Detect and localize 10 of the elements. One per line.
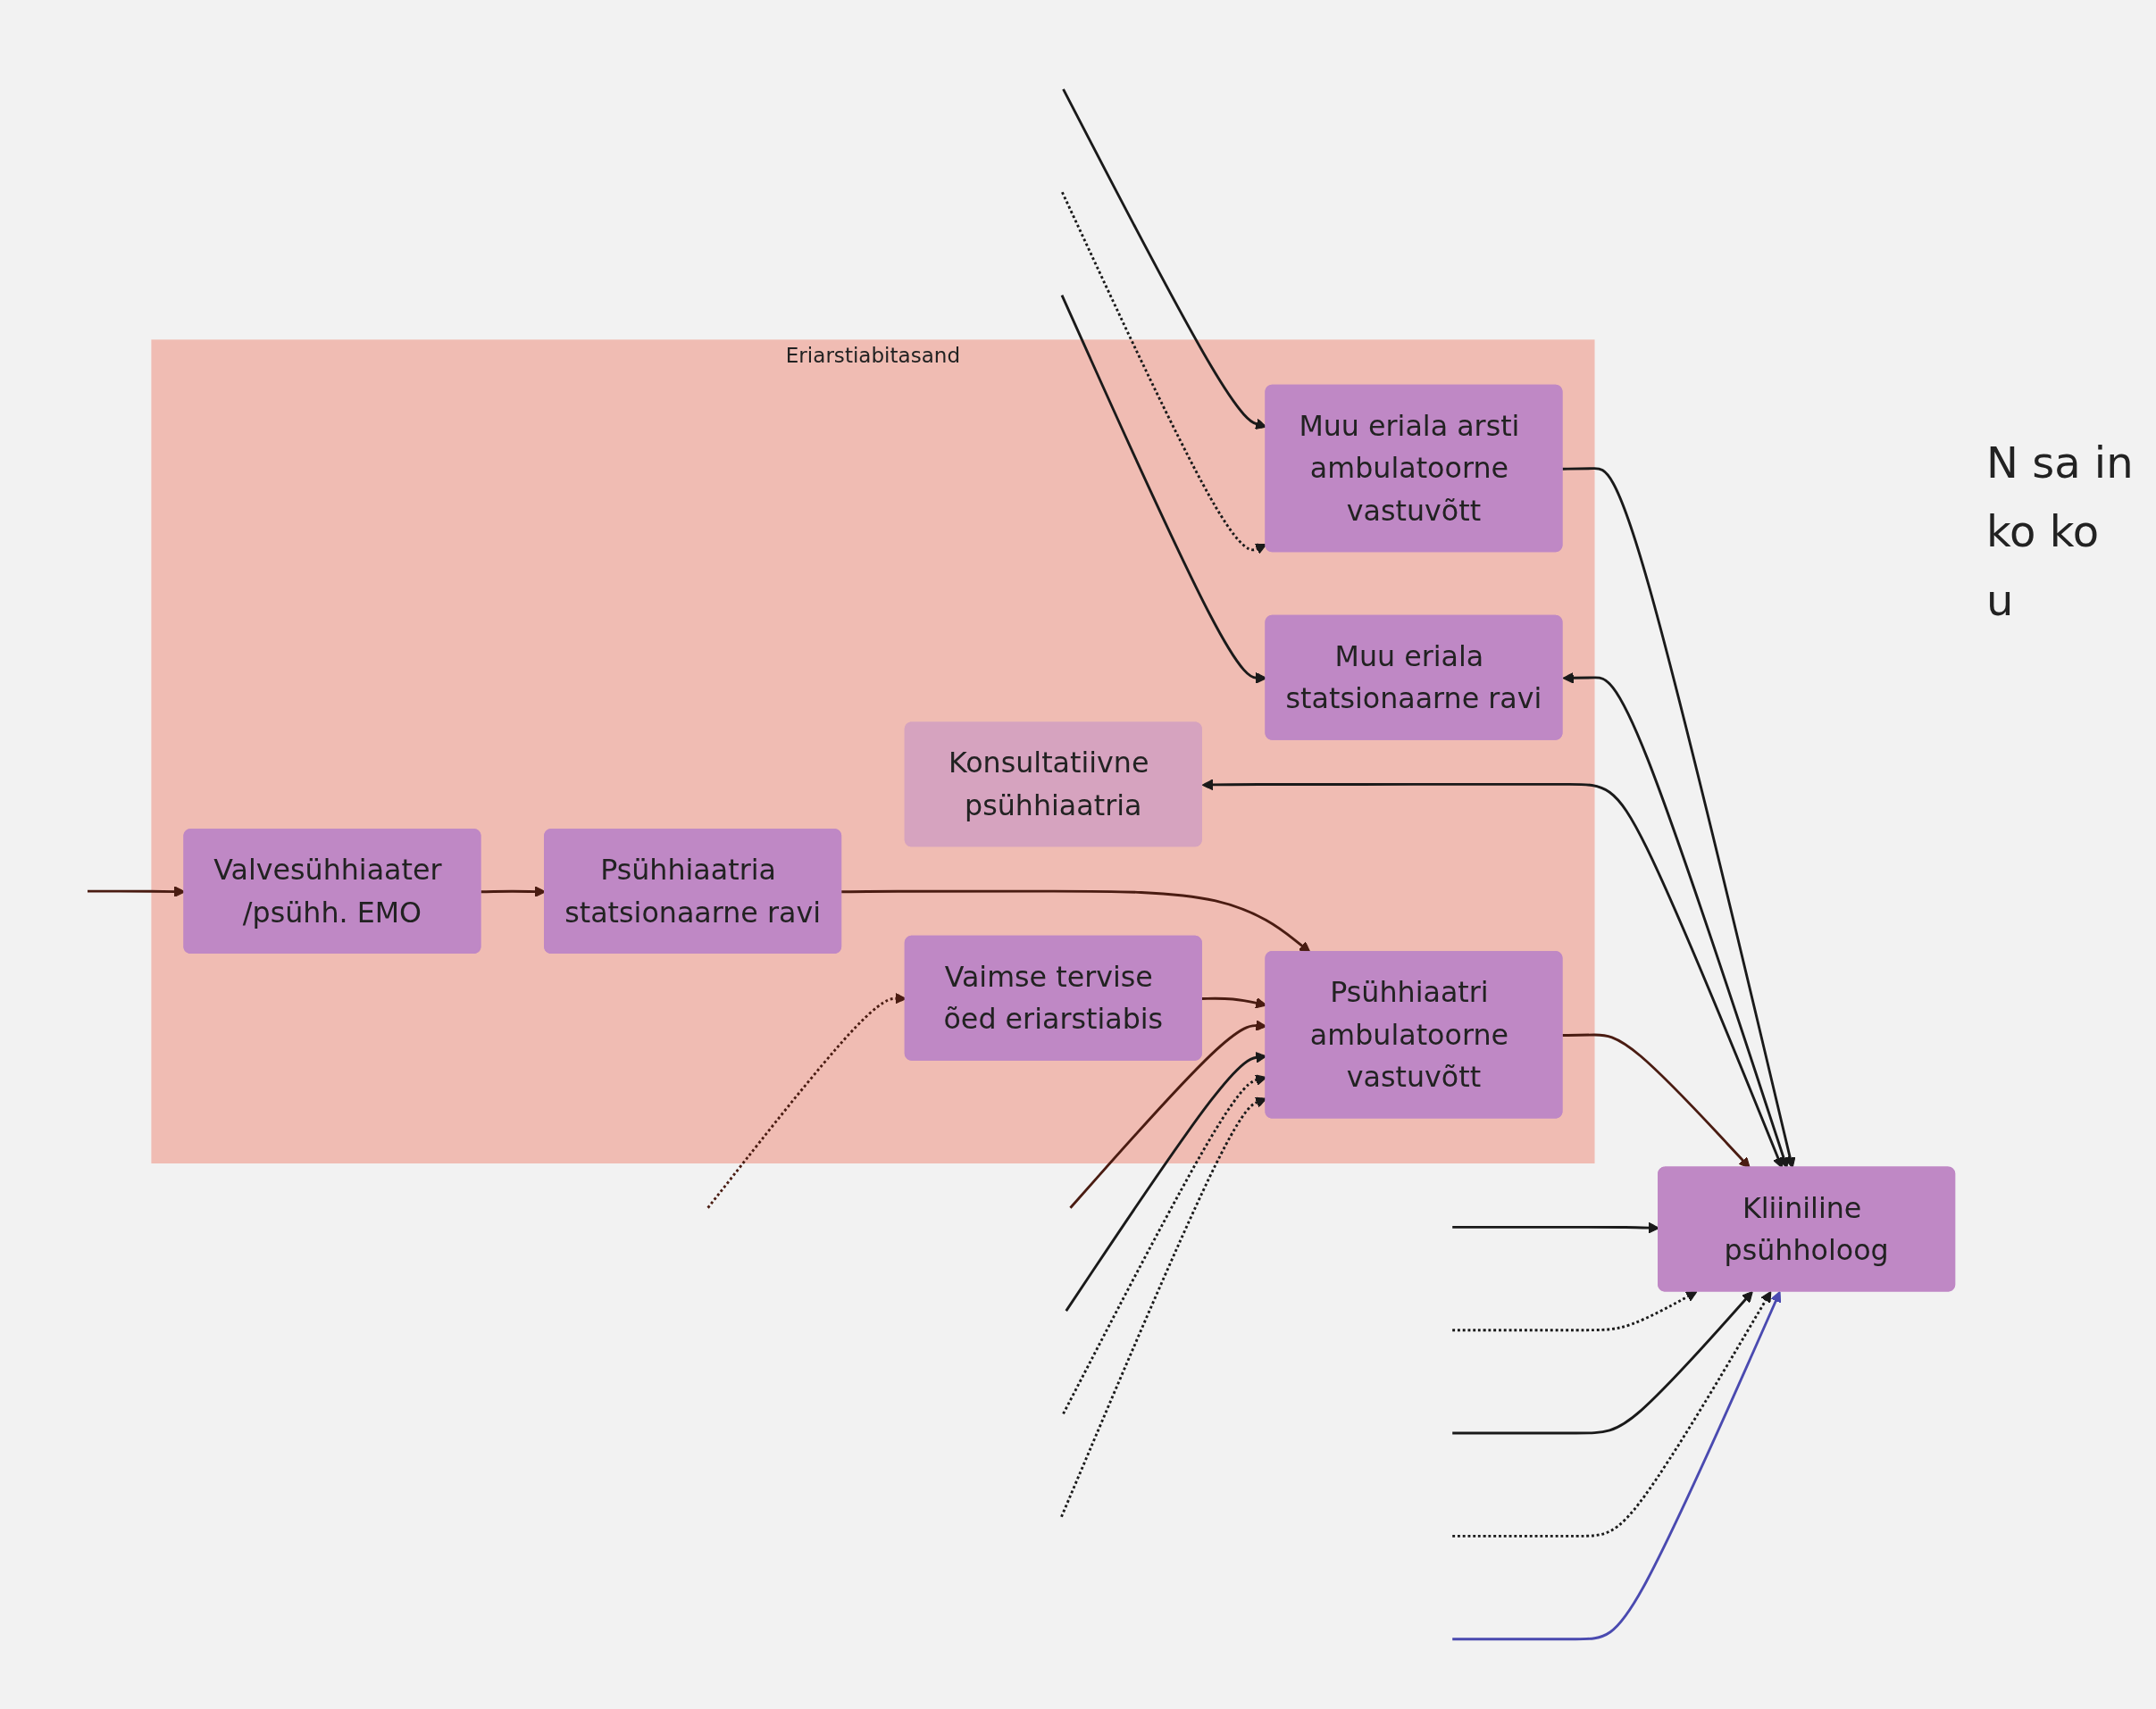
arrow (1452, 1290, 1772, 1538)
arrow (1562, 467, 1796, 1169)
note-text: N sa in ko ko u (1986, 437, 2135, 627)
arrow (1061, 191, 1267, 554)
arrow (1452, 1290, 1698, 1332)
arrow (1452, 1290, 1782, 1641)
arrow (1562, 1033, 1751, 1169)
arrow (1562, 671, 1790, 1169)
arrow (1452, 1290, 1753, 1435)
arrow (1201, 779, 1784, 1169)
